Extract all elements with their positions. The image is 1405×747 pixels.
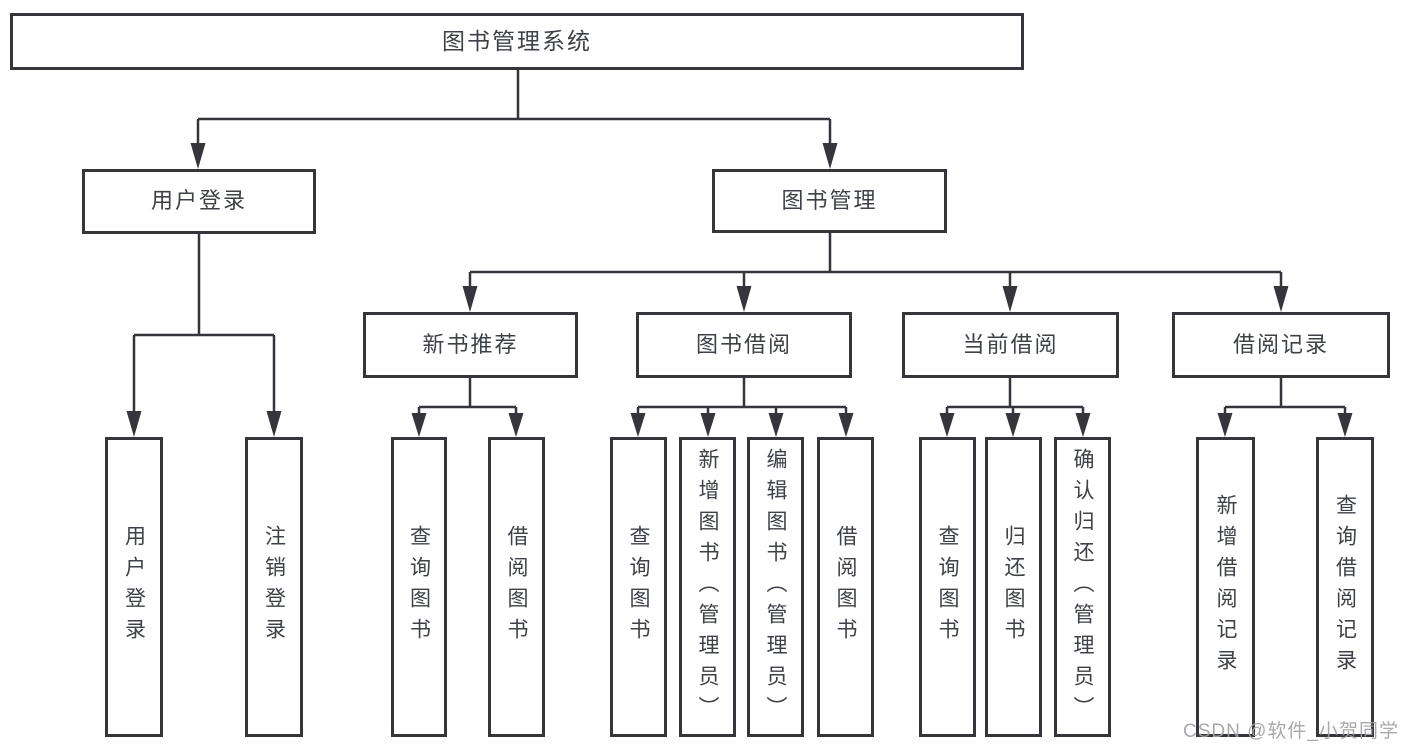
leaf-query-books-borrowing: 查询图书 xyxy=(610,437,667,737)
leaf-add-book-admin: 新增图书（管理员） xyxy=(679,437,736,737)
node-new-book-recommend: 新书推荐 xyxy=(363,312,578,378)
node-borrowing-records-label: 借阅记录 xyxy=(1232,331,1329,357)
leaf-add-borrow-record: 新增借阅记录 xyxy=(1196,437,1255,737)
leaf-query-books-borrowing-label: 查询图书 xyxy=(627,525,650,649)
node-book-management-label: 图书管理 xyxy=(781,187,878,213)
leaf-return-book: 归还图书 xyxy=(985,437,1042,737)
leaf-add-borrow-record-label: 新增借阅记录 xyxy=(1214,494,1237,680)
leaf-return-book-label: 归还图书 xyxy=(1002,525,1025,649)
node-book-management: 图书管理 xyxy=(712,169,947,233)
leaf-borrow-books-recommend: 借阅图书 xyxy=(488,437,545,737)
node-book-borrowing: 图书借阅 xyxy=(636,312,852,378)
watermark: CSDN @软件_小贺同学 xyxy=(1183,721,1399,742)
leaf-edit-book-admin-label: 编辑图书（管理员） xyxy=(764,447,787,727)
leaf-borrow-books-recommend-label: 借阅图书 xyxy=(505,525,528,649)
leaf-logout-label: 注销登录 xyxy=(262,525,286,649)
node-book-borrowing-label: 图书借阅 xyxy=(695,331,792,357)
leaf-logout: 注销登录 xyxy=(245,437,303,737)
leaf-query-books-recommend: 查询图书 xyxy=(391,437,447,737)
node-user-login-label: 用户登录 xyxy=(150,188,247,214)
node-current-borrowing: 当前借阅 xyxy=(902,312,1119,378)
leaf-query-borrow-record-label: 查询借阅记录 xyxy=(1333,494,1357,680)
leaf-query-borrow-record: 查询借阅记录 xyxy=(1316,437,1374,737)
node-borrowing-records: 借阅记录 xyxy=(1172,312,1390,378)
node-user-login: 用户登录 xyxy=(82,169,316,234)
leaf-user-login-label: 用户登录 xyxy=(122,525,146,649)
node-library-system-label: 图书管理系统 xyxy=(442,27,592,54)
leaf-edit-book-admin: 编辑图书（管理员） xyxy=(747,437,804,737)
leaf-user-login: 用户登录 xyxy=(105,437,163,737)
leaf-query-books-current-label: 查询图书 xyxy=(936,525,959,649)
leaf-borrow-books-label: 借阅图书 xyxy=(834,525,857,649)
leaf-query-books-recommend-label: 查询图书 xyxy=(407,525,431,649)
leaf-confirm-return-admin-label: 确认归还（管理员） xyxy=(1071,447,1094,727)
leaf-query-books-current: 查询图书 xyxy=(919,437,976,737)
node-current-borrowing-label: 当前借阅 xyxy=(962,331,1059,357)
leaf-confirm-return-admin: 确认归还（管理员） xyxy=(1054,437,1111,737)
node-library-system: 图书管理系统 xyxy=(10,13,1024,70)
leaf-add-book-admin-label: 新增图书（管理员） xyxy=(696,447,719,727)
node-new-book-recommend-label: 新书推荐 xyxy=(422,331,519,357)
leaf-borrow-books: 借阅图书 xyxy=(817,437,874,737)
